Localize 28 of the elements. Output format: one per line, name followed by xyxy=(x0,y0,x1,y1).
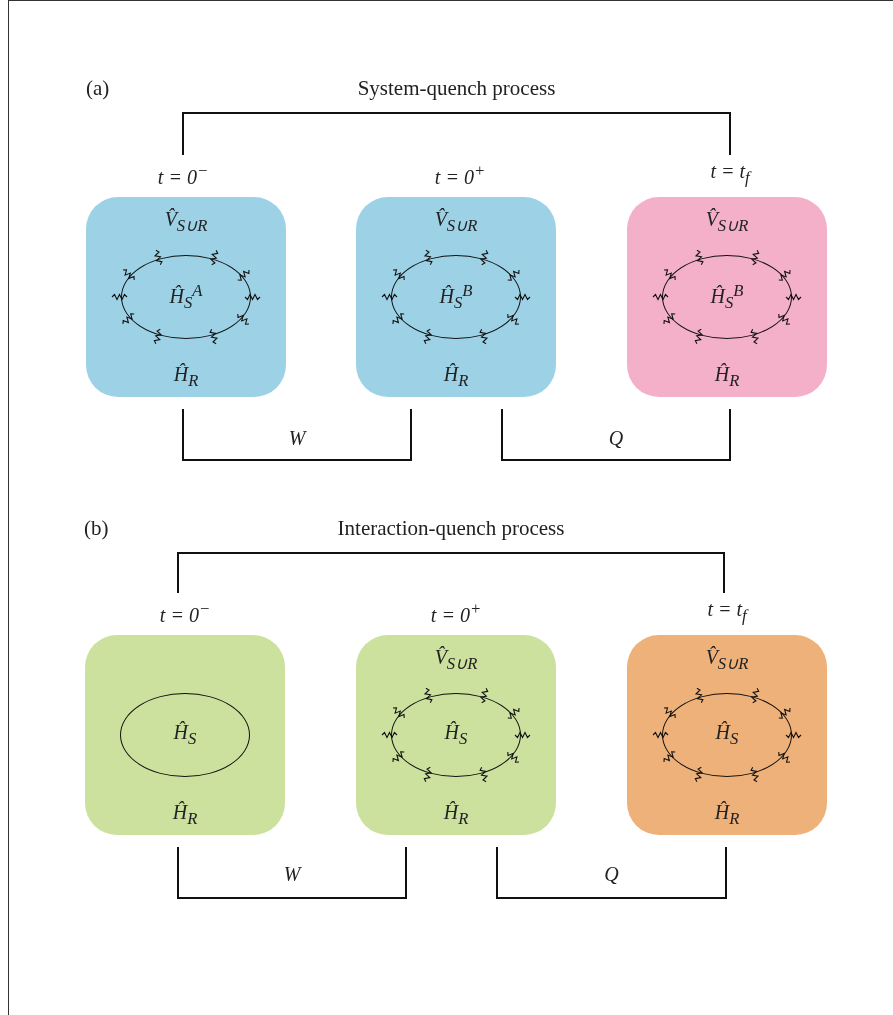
bracket-connector xyxy=(496,846,727,899)
operator-label: V̂$_{S∪R}$ xyxy=(705,645,749,675)
operator-label: V̂$_{S∪R}$ xyxy=(434,207,478,237)
time-label: t = t$_{f}$ xyxy=(710,159,750,189)
operator-label: Ĥ$_{R}$ xyxy=(443,800,469,830)
operator-label: V̂$_{S∪R}$ xyxy=(705,207,749,237)
operator-label: Ĥ$_{S}$ xyxy=(715,719,739,750)
panel-label: (b) xyxy=(84,516,109,541)
operator-label: Ĥ$_{S}$ xyxy=(173,719,197,750)
bracket-connector xyxy=(501,408,731,461)
panel-label: (a) xyxy=(86,76,110,101)
bracket-connector xyxy=(182,408,412,461)
operator-label: Ĥ$_{R}$ xyxy=(714,362,740,392)
time-label: t = 0$^{+}$ xyxy=(430,598,482,627)
operator-label: Ĥ$_{R}$ xyxy=(172,800,198,830)
operator-label: Ĥ$_{S}$ xyxy=(444,719,468,750)
operator-label: Ĥ$_{R}$ xyxy=(714,800,740,830)
operator-label: Ĥ$_{R}$ xyxy=(173,362,199,392)
time-label: t = 0$^{+}$ xyxy=(434,160,486,189)
bracket-connector xyxy=(177,846,407,899)
time-label: t = 0$^{−}$ xyxy=(157,160,209,189)
time-label: t = t$_{f}$ xyxy=(707,597,747,627)
operator-label: V̂$_{S∪R}$ xyxy=(164,207,208,237)
time-label: t = 0$^{−}$ xyxy=(159,598,211,627)
operator-label: V̂$_{S∪R}$ xyxy=(434,645,478,675)
bracket-connector xyxy=(182,112,731,156)
operator-label: Ĥ$_{R}$ xyxy=(443,362,469,392)
bracket-connector xyxy=(177,552,725,594)
